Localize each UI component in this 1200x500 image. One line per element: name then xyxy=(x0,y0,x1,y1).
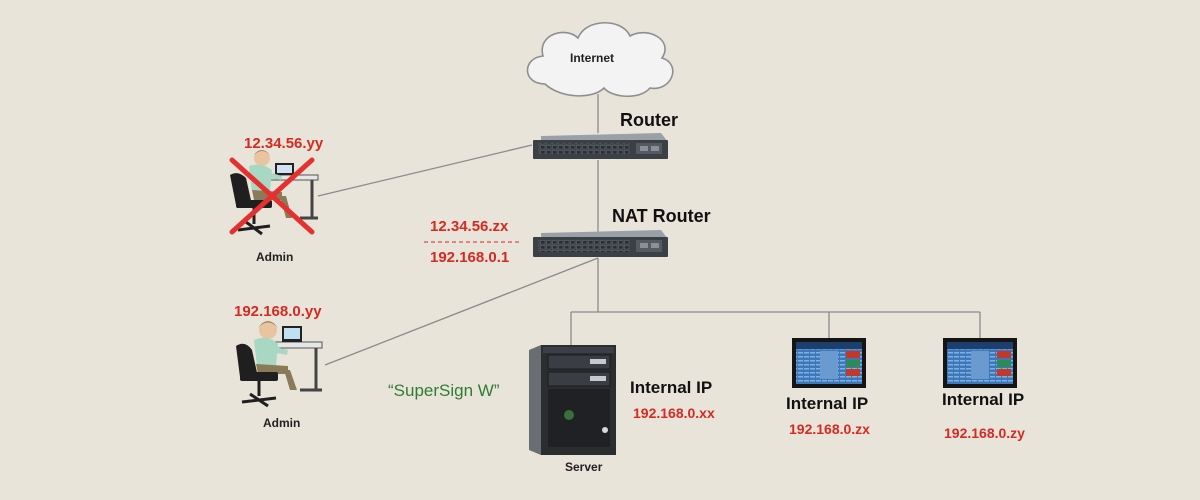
admin-external-label: Admin xyxy=(256,250,294,264)
display-2-ip: 192.168.0.zy xyxy=(944,425,1025,441)
display-1-ip-heading: Internal IP xyxy=(786,394,869,413)
blocked-cross-icon xyxy=(229,157,315,235)
nat-router-private-ip: 192.168.0.1 xyxy=(430,249,510,266)
admin-internal-label: Admin xyxy=(263,416,301,430)
admin-internal-icon xyxy=(236,321,323,408)
link-natrouter-admin-internal xyxy=(324,257,599,366)
link-router-admin-external xyxy=(317,144,533,197)
internet-label: Internet xyxy=(570,51,615,65)
display-1-icon xyxy=(792,338,866,388)
nat-router-icon xyxy=(533,230,668,257)
router-label: Router xyxy=(620,110,678,130)
server-software-label: “SuperSign W” xyxy=(388,381,500,400)
admin-internal-ip: 192.168.0.yy xyxy=(234,303,322,320)
server-ip-heading: Internal IP xyxy=(630,378,713,397)
server-ip: 192.168.0.xx xyxy=(633,405,715,421)
nat-router-label: NAT Router xyxy=(612,206,711,226)
display-2-ip-heading: Internal IP xyxy=(942,390,1025,409)
router-icon xyxy=(533,133,668,159)
display-1-ip: 192.168.0.zx xyxy=(789,421,870,437)
server-label: Server xyxy=(565,460,603,474)
server-icon xyxy=(529,345,616,455)
cloud-icon xyxy=(526,22,674,98)
display-2-icon xyxy=(943,338,1017,388)
admin-external-ip: 12.34.56.yy xyxy=(244,135,324,152)
connection-lines xyxy=(317,94,981,366)
admin-external-icon xyxy=(230,150,319,236)
nat-router-public-ip: 12.34.56.zx xyxy=(430,218,509,235)
